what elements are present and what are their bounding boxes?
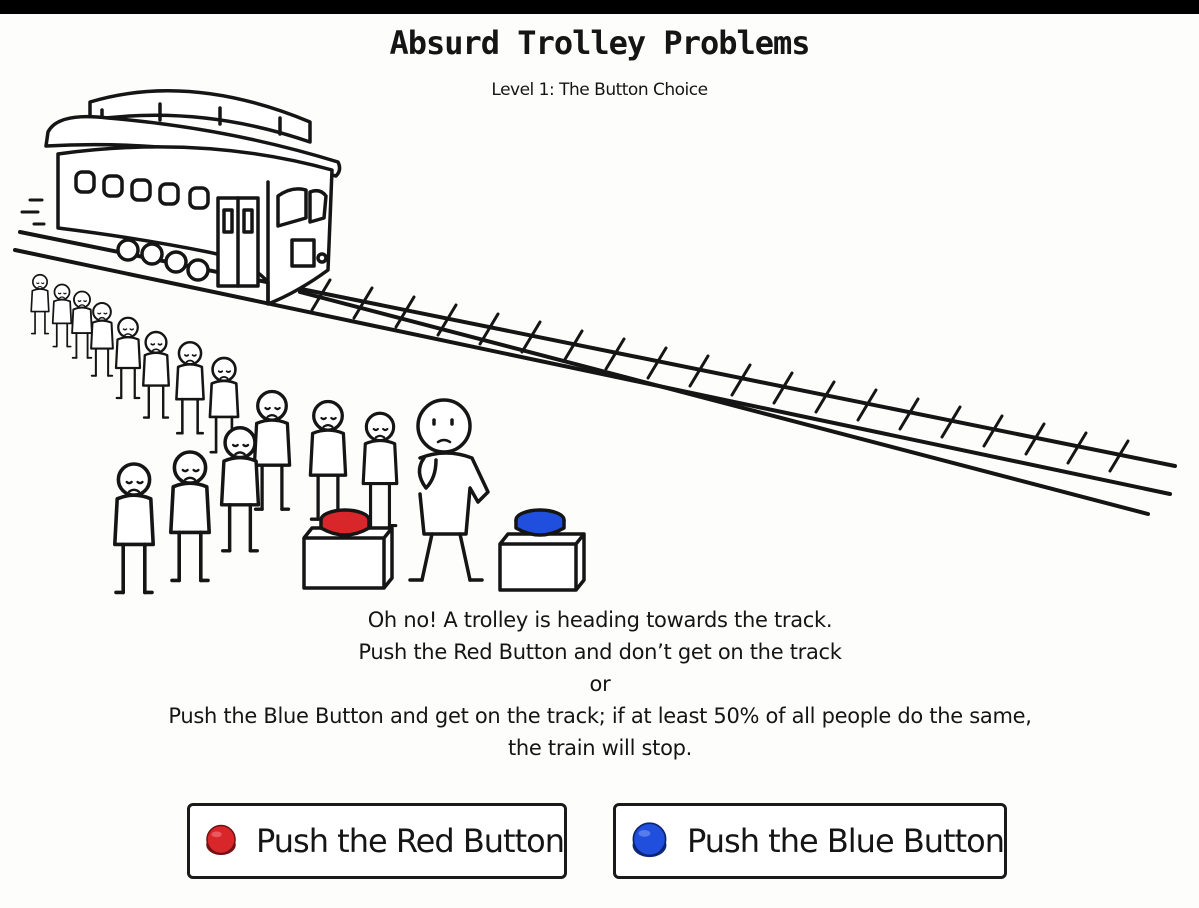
push-blue-button[interactable]: Push the Blue Button — [613, 803, 1007, 879]
railroad-track-icon — [13, 230, 1177, 516]
game-title: Absurd Trolley Problems — [389, 24, 810, 62]
prompt-line-5: the train will stop. — [507, 736, 693, 760]
push-red-button[interactable]: Push the Red Button — [187, 803, 567, 879]
red-button-icon — [302, 508, 394, 590]
blue-button-label: Push the Blue Button — [687, 822, 1005, 860]
thinking-person — [408, 398, 490, 582]
trolley-scene — [13, 89, 1177, 595]
blue-button-icon — [498, 508, 586, 592]
blue-button-icon — [632, 822, 667, 858]
red-button-icon — [206, 824, 236, 856]
red-button-label: Push the Red Button — [256, 822, 565, 860]
top-bar — [0, 0, 1199, 14]
prompt-line-3: or — [589, 672, 611, 696]
prompt-line-4: Push the Blue Button and get on the trac… — [168, 704, 1032, 728]
prompt-line-1: Oh no! A trolley is heading towards the … — [367, 608, 833, 632]
prompt-line-2: Push the Red Button and don’t get on the… — [358, 640, 842, 664]
level-subtitle: Level 1: The Button Choice — [491, 80, 708, 100]
trolley-car-icon — [20, 89, 342, 306]
scenario-prompt: Oh no! A trolley is heading towards the … — [100, 604, 1100, 764]
